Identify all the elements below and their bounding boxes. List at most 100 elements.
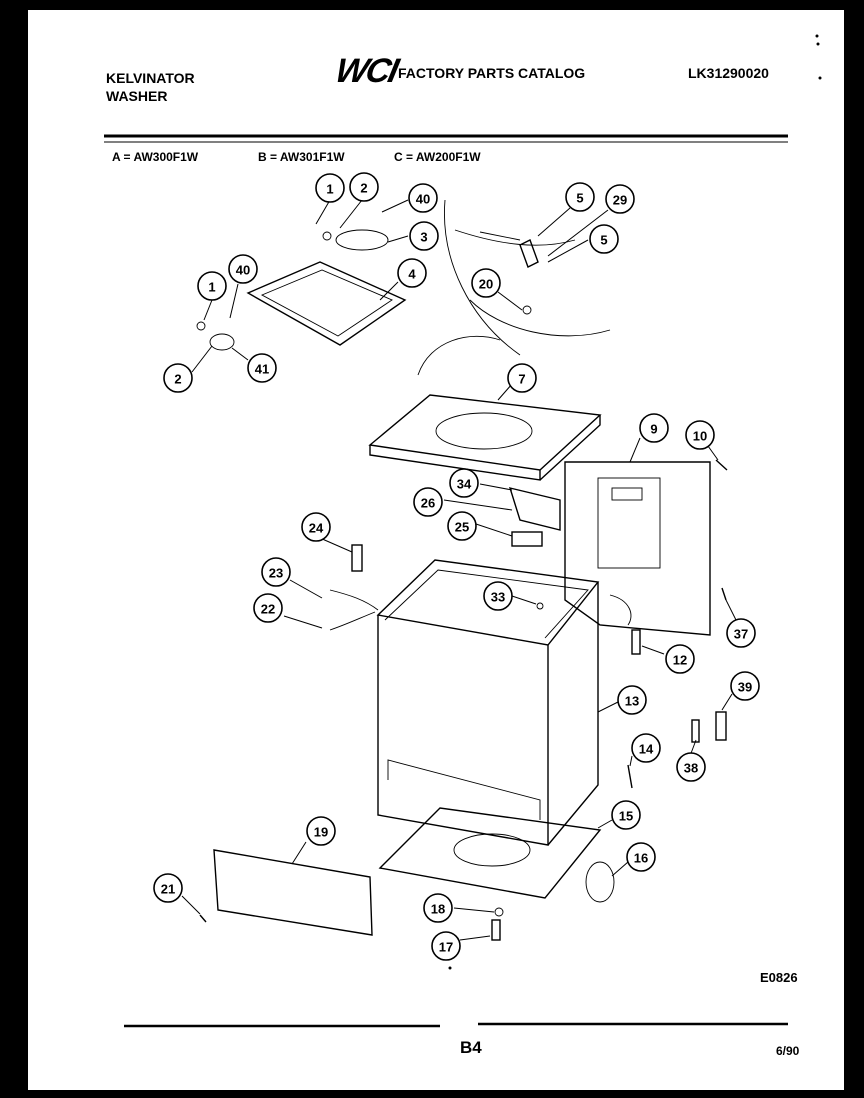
callout-circle — [449, 468, 479, 498]
top-cover-side-edge — [539, 415, 601, 481]
callout-circle — [163, 363, 193, 393]
leveling-foot-part — [585, 861, 615, 903]
cord-part — [609, 594, 632, 626]
callout-number: 13 — [625, 694, 639, 709]
callout-5: 5 — [565, 182, 595, 212]
callout-circle — [611, 800, 641, 830]
hinge-spring — [519, 239, 539, 268]
callout-number: 1 — [326, 182, 333, 197]
callout-circle — [685, 420, 715, 450]
callout-number: 5 — [600, 233, 607, 248]
callout-circle — [631, 733, 661, 763]
callout-number: 21 — [161, 882, 175, 897]
screw-part-lower — [196, 321, 206, 331]
callout-number: 40 — [416, 192, 430, 207]
callout-number: 26 — [421, 496, 435, 511]
callout-circle — [253, 593, 283, 623]
washer-lid — [246, 261, 407, 346]
callout-circle — [483, 581, 513, 611]
hose-part — [329, 589, 379, 611]
callout-number: 10 — [693, 429, 707, 444]
callout-number: 12 — [673, 653, 687, 668]
callout-number: 29 — [613, 193, 627, 208]
callout-19: 19 — [306, 816, 336, 846]
callout-38: 38 — [676, 752, 706, 782]
screw-part-right — [715, 459, 728, 471]
callout-circle — [197, 271, 227, 301]
cabinet-inner-lip — [384, 569, 589, 639]
callout-circle — [413, 487, 443, 517]
callout-29: 29 — [605, 184, 635, 214]
hose-clamp-part — [329, 611, 376, 631]
model-b-label: B = AW301F1W — [258, 150, 345, 164]
callout-24: 24 — [301, 512, 331, 542]
callout-circle — [507, 363, 537, 393]
cabinet-front — [377, 615, 549, 846]
panel-cutout — [597, 477, 661, 569]
callout-17: 17 — [431, 931, 461, 961]
callout-circle — [589, 224, 619, 254]
fitting-part — [715, 711, 727, 741]
callout-circle — [423, 893, 453, 923]
top-cover-front-edge — [369, 445, 541, 481]
cord-plug-part — [631, 629, 641, 655]
screw-part-side — [721, 587, 727, 601]
callout-number: 38 — [684, 761, 698, 776]
hinge-detail-edge — [454, 229, 576, 246]
callout-circle — [315, 173, 345, 203]
washer-base — [378, 807, 602, 899]
callout-20: 20 — [471, 268, 501, 298]
callout-33: 33 — [483, 581, 513, 611]
model-c-label: C = AW200F1W — [394, 150, 481, 164]
callout-circle — [447, 511, 477, 541]
callout-circle — [626, 842, 656, 872]
cabinet-side — [547, 582, 599, 846]
appliance-type: WASHER — [106, 88, 168, 104]
callout-circle — [409, 221, 439, 251]
hinge-detail-edge-lower — [469, 299, 611, 337]
callout-16: 16 — [626, 842, 656, 872]
callout-circle — [247, 353, 277, 383]
callout-37: 37 — [726, 618, 756, 648]
callout-15: 15 — [611, 800, 641, 830]
callout-number: 16 — [634, 851, 648, 866]
callout-circle — [726, 618, 756, 648]
scan-mark — [816, 42, 820, 46]
print-date: 6/90 — [776, 1044, 800, 1058]
callout-circle — [665, 644, 695, 674]
callout-10: 10 — [685, 420, 715, 450]
callout-14: 14 — [631, 733, 661, 763]
model-a-label: A = AW300F1W — [112, 150, 199, 164]
lid-opening-arc — [417, 335, 501, 376]
pump-part — [351, 544, 363, 572]
callout-13: 13 — [617, 685, 647, 715]
brand-name: KELVINATOR — [106, 70, 195, 86]
callout-39: 39 — [730, 671, 760, 701]
callout-number: 1 — [208, 280, 215, 295]
drawing-code: E0826 — [760, 970, 798, 985]
catalog-title: FACTORY PARTS CATALOG — [398, 65, 586, 81]
callout-circle — [228, 254, 258, 284]
callout-circle — [301, 512, 331, 542]
callout-40: 40 — [228, 254, 258, 284]
callout-1: 1 — [197, 271, 227, 301]
callout-41: 41 — [247, 353, 277, 383]
callout-number: 41 — [255, 362, 269, 377]
callout-circle — [617, 685, 647, 715]
lid-hinge-part — [335, 229, 389, 251]
callout-40: 40 — [408, 183, 438, 213]
callout-number: 23 — [269, 566, 283, 581]
lid-inner-panel — [260, 269, 393, 337]
callout-number: 19 — [314, 825, 328, 840]
base-center-recess — [453, 833, 531, 867]
clip-part — [536, 602, 544, 610]
callout-circle — [565, 182, 595, 212]
pin-part — [627, 764, 633, 789]
callout-number: 33 — [491, 590, 505, 605]
leader-lines — [181, 199, 737, 941]
hinge-bracket-part — [209, 333, 235, 351]
callout-2: 2 — [349, 172, 379, 202]
lid-switch — [511, 531, 543, 547]
callout-circle — [153, 873, 183, 903]
